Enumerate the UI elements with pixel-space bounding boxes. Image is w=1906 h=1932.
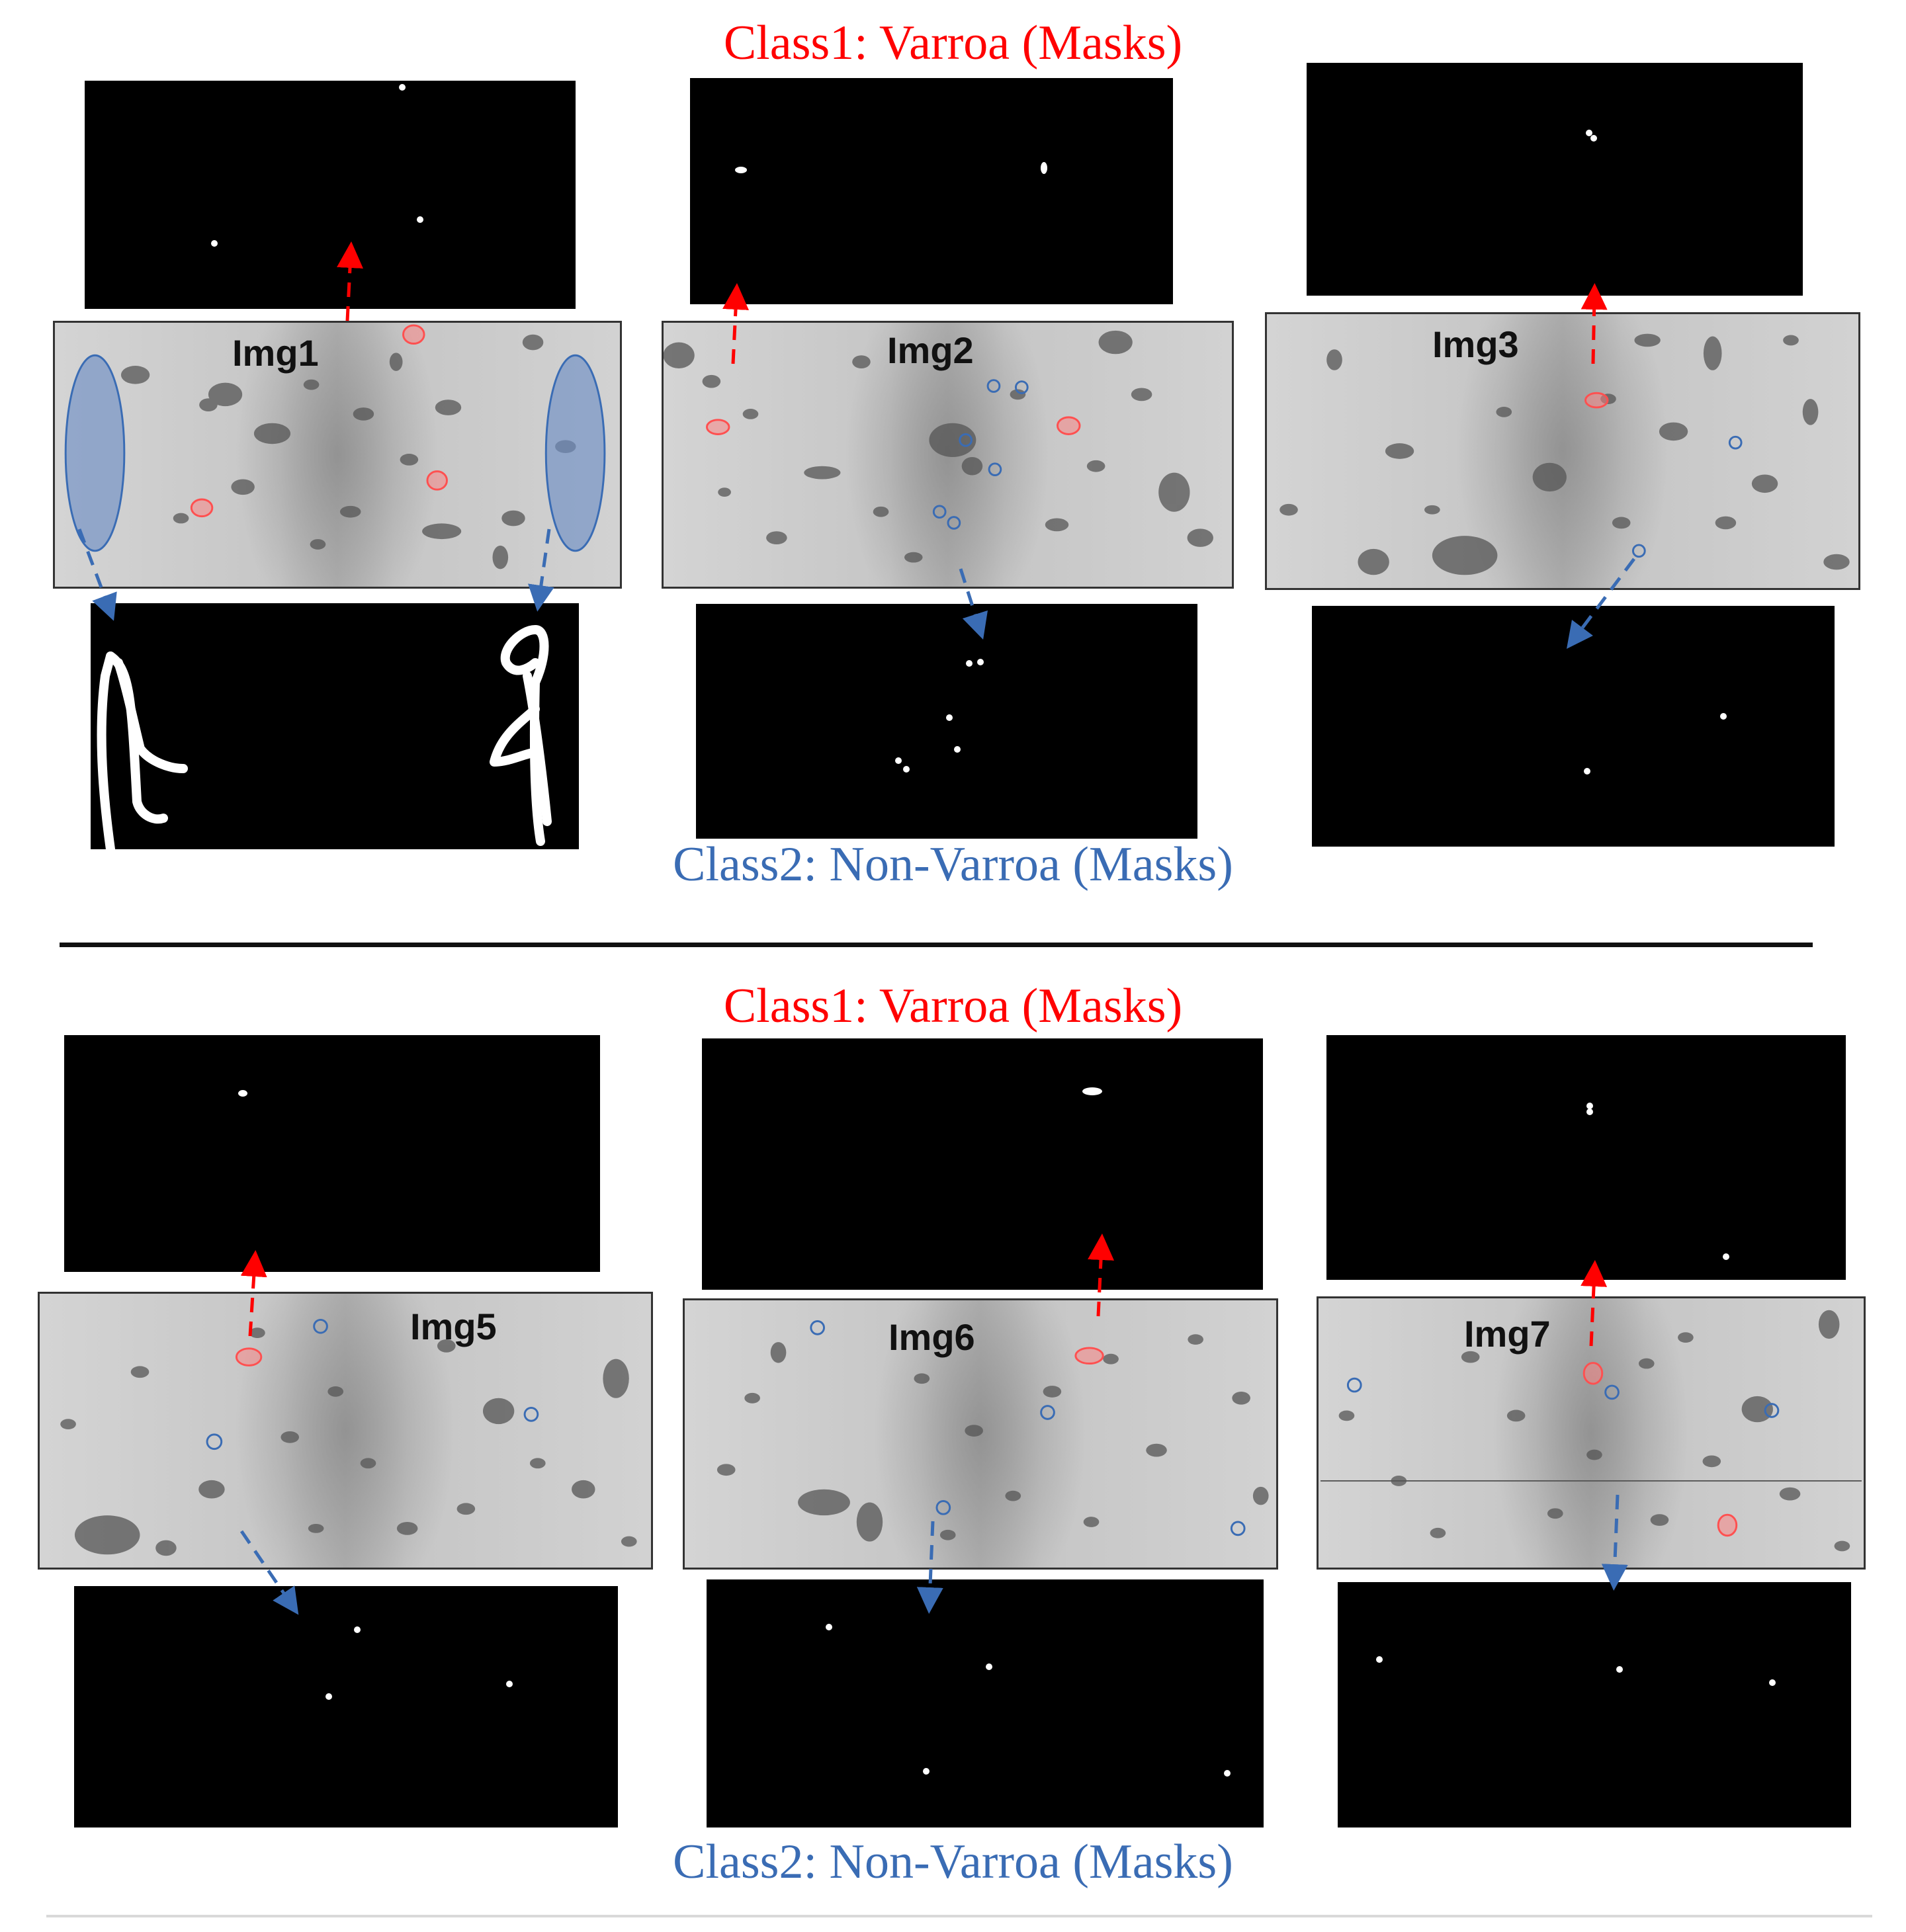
class1-caption-top: Class1: Varroa (Masks) bbox=[723, 16, 1183, 70]
class2-caption-bottom: Class2: Non-Varroa (Masks) bbox=[673, 1835, 1233, 1889]
varroa-mask-img5 bbox=[64, 1035, 600, 1272]
varroa-mask-img3 bbox=[1307, 63, 1803, 296]
image-label-img5: Img5 bbox=[410, 1306, 497, 1347]
photo-img2: Img2 bbox=[662, 321, 1234, 589]
non-varroa-mask-img7 bbox=[1338, 1582, 1851, 1827]
image-label-img7: Img7 bbox=[1464, 1313, 1551, 1355]
photo-img3: Img3 bbox=[1265, 312, 1860, 590]
non-varroa-mask-img3 bbox=[1312, 606, 1835, 847]
class1-caption-bottom: Class1: Varroa (Masks) bbox=[723, 979, 1183, 1033]
varroa-mask-img6 bbox=[702, 1038, 1263, 1290]
non-varroa-mask-img6 bbox=[707, 1579, 1264, 1827]
varroa-mask-img1 bbox=[85, 81, 576, 309]
bottom-rule bbox=[46, 1915, 1872, 1917]
image-label-img6: Img6 bbox=[888, 1316, 975, 1358]
photo-img7: Img7 bbox=[1317, 1296, 1866, 1570]
non-varroa-mask-img5 bbox=[74, 1586, 618, 1827]
photo-img1: Img1 bbox=[53, 321, 622, 589]
image-label-img3: Img3 bbox=[1432, 323, 1519, 365]
class2-caption-top: Class2: Non-Varroa (Masks) bbox=[673, 837, 1233, 892]
photo-img5: Img5 bbox=[38, 1292, 653, 1570]
section-divider bbox=[60, 943, 1813, 947]
non-varroa-mask-img2 bbox=[696, 604, 1197, 839]
varroa-mask-img2 bbox=[690, 78, 1173, 304]
image-label-img2: Img2 bbox=[887, 329, 974, 371]
photo-img6: Img6 bbox=[683, 1298, 1278, 1570]
non-varroa-mask-img1 bbox=[91, 603, 579, 849]
varroa-mask-img7 bbox=[1326, 1035, 1846, 1280]
image-label-img1: Img1 bbox=[232, 332, 319, 374]
